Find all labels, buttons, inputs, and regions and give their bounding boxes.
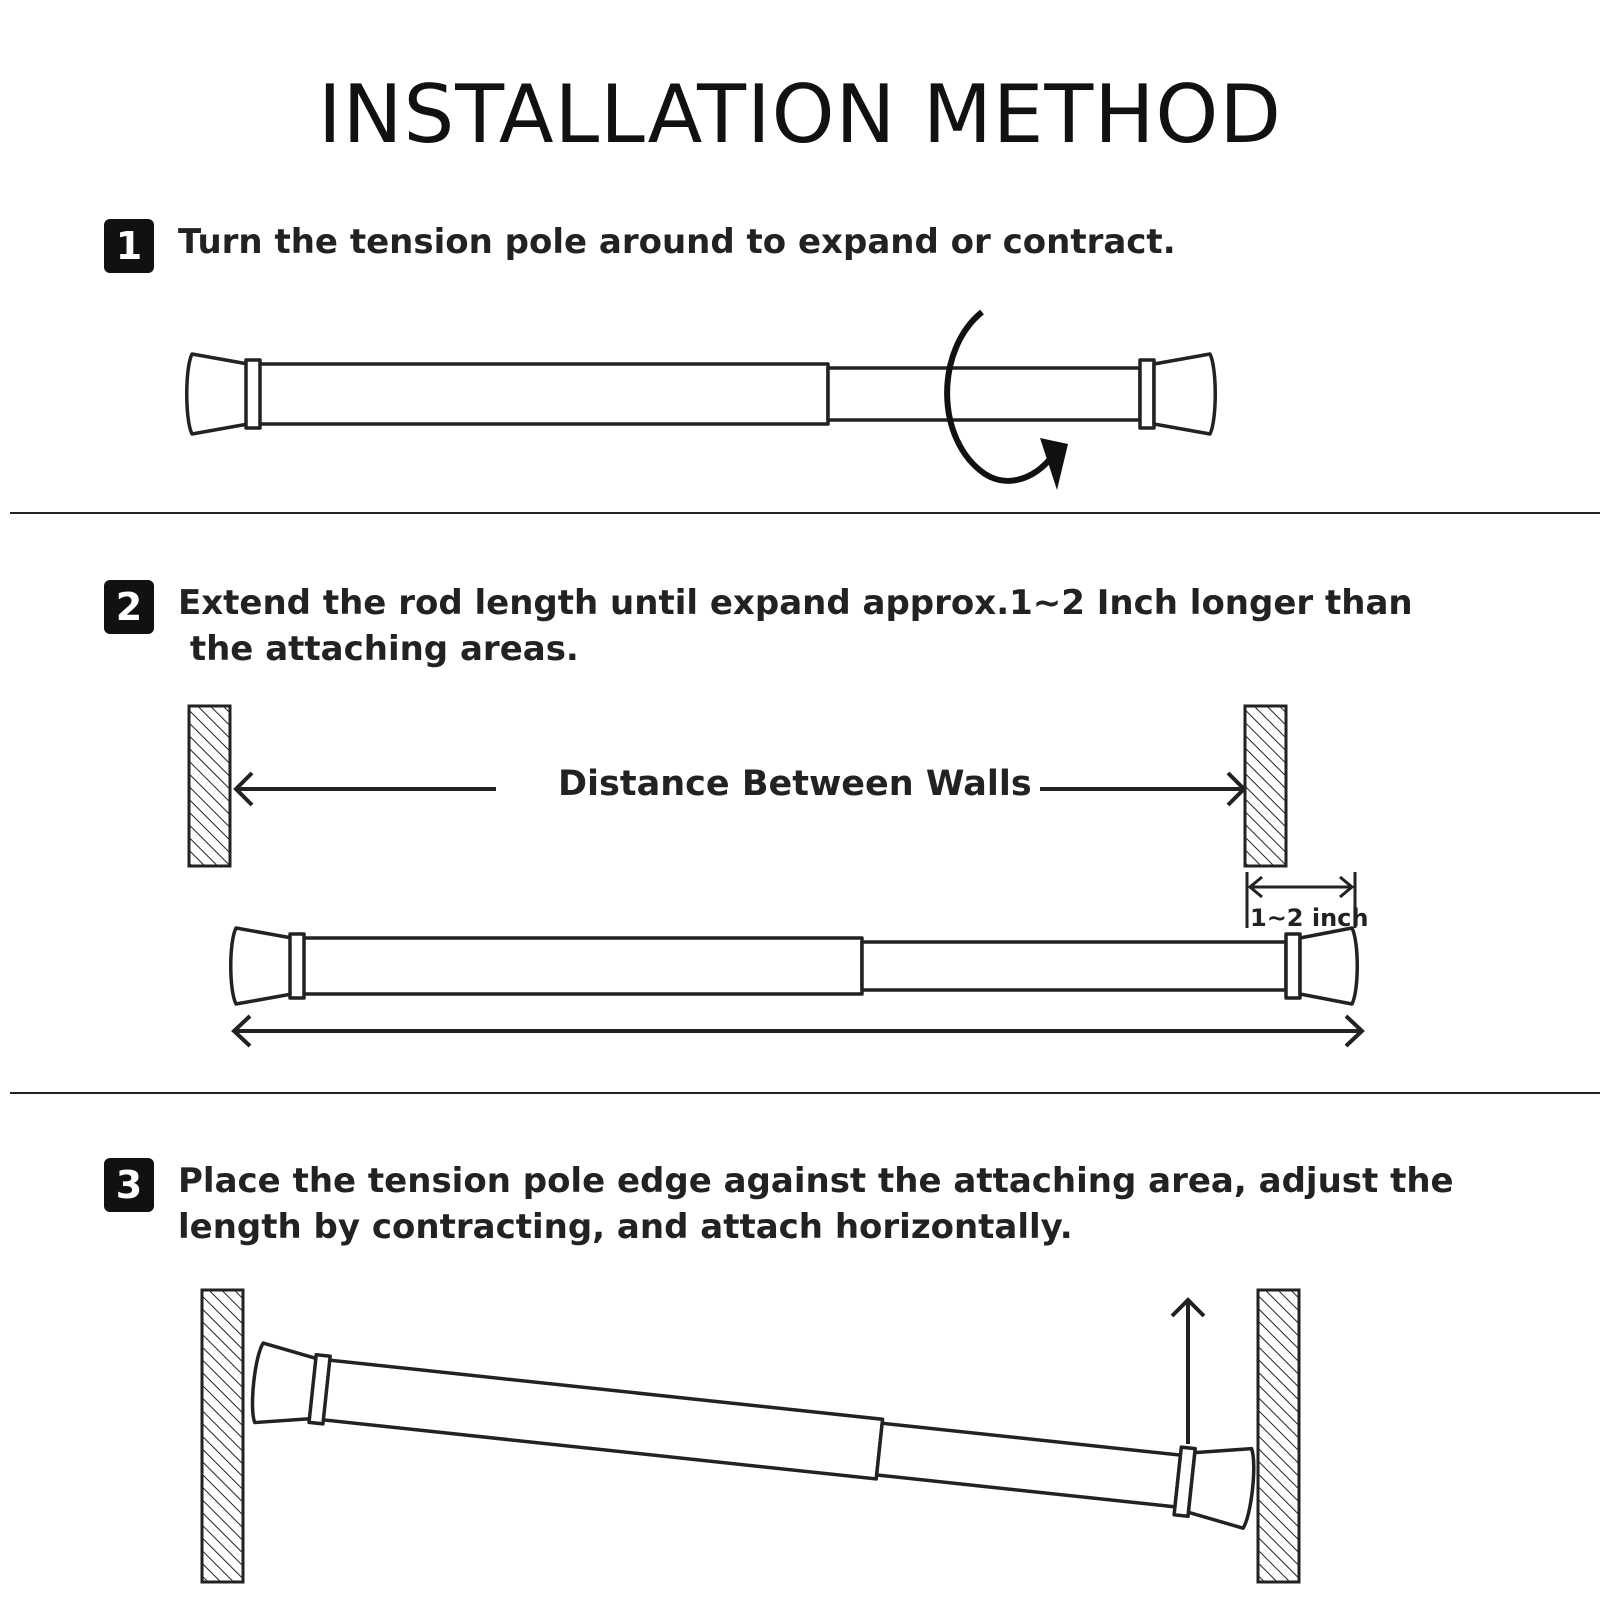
step-number-badge: 3	[104, 1158, 154, 1212]
step-text-line: Turn the tension pole around to expand o…	[178, 222, 1176, 262]
right-wall	[1243, 704, 1288, 868]
rod-end-cap	[1298, 926, 1359, 1006]
rod-cap-ring	[1284, 932, 1302, 1000]
right-wall	[1256, 1288, 1301, 1584]
rod-outer-tube	[256, 362, 830, 426]
step-text-line: Place the tension pole edge against the …	[178, 1161, 1454, 1201]
rod-inner-tube	[826, 366, 1142, 422]
step-instruction: Place the tension pole edge against the …	[178, 1158, 1478, 1250]
tilted-tension-rod	[250, 1341, 1256, 1530]
step-instruction: Turn the tension pole around to expand o…	[178, 219, 1478, 265]
extra-length-label: 1~2 inch	[1250, 904, 1369, 932]
step-number-badge: 2	[104, 580, 154, 634]
rod-outer-tube	[319, 1358, 885, 1481]
rod-end-cap	[229, 926, 294, 1006]
tension-rod	[185, 352, 1217, 436]
rod-end-cap	[250, 1341, 320, 1425]
step-instruction: Extend the rod length until expand appro…	[178, 580, 1478, 672]
extended-tension-rod	[229, 926, 1359, 1006]
rod-length-arrow	[231, 1014, 1365, 1048]
page-title: INSTALLATION METHOD	[318, 68, 1282, 161]
step-text-line: Extend the rod length until expand appro…	[178, 583, 1413, 623]
rod-inner-tube	[860, 940, 1288, 992]
left-wall	[187, 704, 232, 868]
extra-length-marker	[1245, 872, 1357, 928]
rod-end-cap	[185, 352, 250, 436]
rod-cap-ring	[244, 358, 262, 430]
distance-arrow	[233, 771, 1247, 807]
rod-inner-tube	[874, 1421, 1183, 1509]
step-text-line: the attaching areas.	[178, 629, 579, 669]
rod-cap-ring	[1138, 358, 1156, 430]
rod-cap-ring	[288, 932, 306, 1000]
section-divider	[10, 1092, 1600, 1094]
step-number-badge: 1	[104, 219, 154, 273]
left-wall	[200, 1288, 245, 1584]
rod-end-cap	[1186, 1446, 1256, 1530]
rod-end-cap	[1152, 352, 1217, 436]
rod-outer-tube	[300, 936, 864, 996]
rod-cap-ring	[307, 1352, 332, 1426]
rotate-arrow-icon	[944, 309, 1068, 490]
section-divider	[10, 512, 1600, 514]
up-arrow-icon	[1170, 1297, 1206, 1444]
step-text-line: length by contracting, and attach horizo…	[178, 1207, 1073, 1247]
distance-label: Distance Between Walls	[558, 764, 1032, 804]
